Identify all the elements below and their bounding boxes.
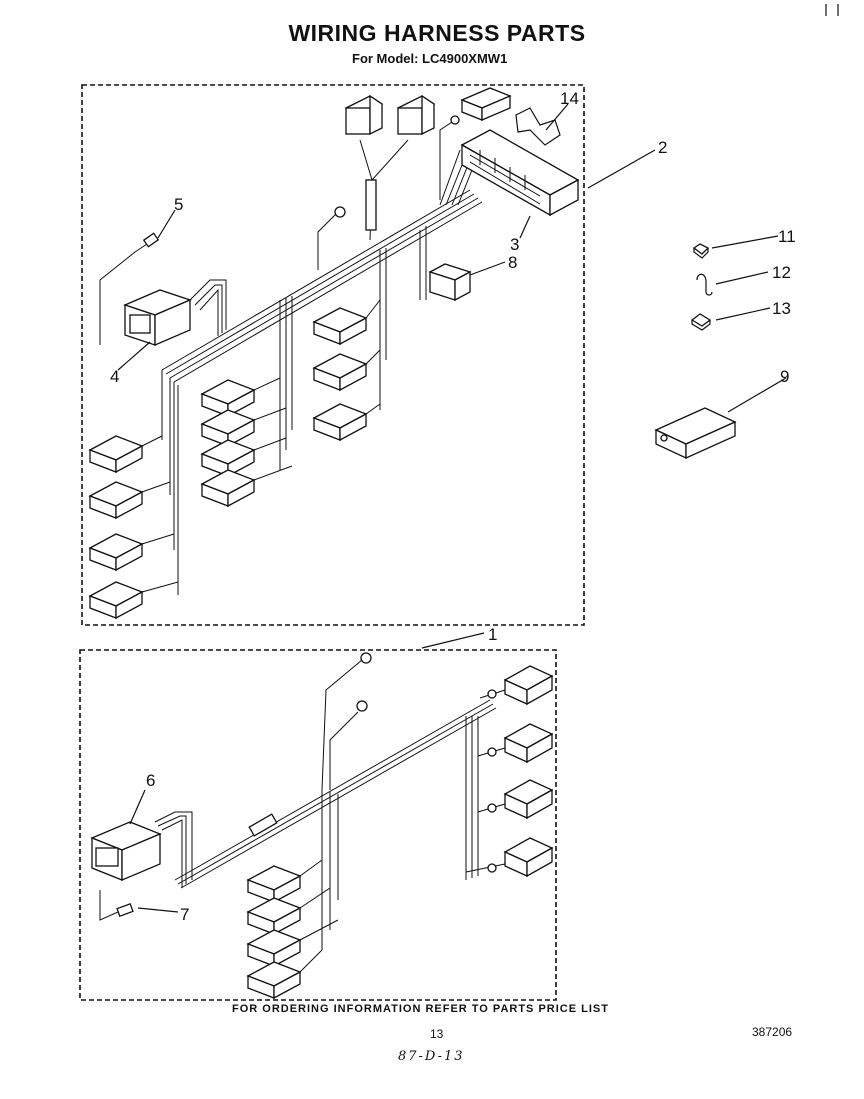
label-part-14: 14 — [560, 89, 579, 108]
part-8-relay — [419, 226, 472, 302]
part-4-connector-block — [123, 289, 192, 346]
part-12-spring — [696, 273, 713, 296]
label-part-4: 4 — [110, 367, 119, 386]
label-part-9: 9 — [780, 367, 789, 386]
lower-harness — [90, 652, 554, 1000]
upper-harness — [88, 87, 580, 620]
label-part-2: 2 — [658, 138, 667, 157]
label-part-7: 7 — [180, 905, 189, 924]
document-number: 387206 — [752, 1025, 793, 1039]
page-number: 13 — [430, 1027, 444, 1041]
upper-relay-pair — [344, 94, 436, 136]
model-subtitle: For Model: LC4900XMW1 — [352, 51, 508, 66]
handwritten-note: 87-D-13 — [398, 1049, 465, 1064]
label-part-6: 6 — [146, 771, 155, 790]
part-11-grommet — [692, 243, 710, 259]
label-part-5: 5 — [174, 195, 183, 214]
upper-harness-frame — [81, 84, 585, 626]
label-part-12: 12 — [772, 263, 791, 282]
part-13-clip — [690, 313, 712, 331]
corner-mark — [825, 4, 839, 16]
part-14-clip — [515, 107, 561, 146]
ordering-note: FOR ORDERING INFORMATION REFER TO PARTS … — [232, 1003, 609, 1015]
upper-left-connectors — [88, 435, 179, 620]
part-6-connector-block — [90, 821, 162, 881]
label-part-8: 8 — [508, 253, 517, 272]
part-leaders — [117, 103, 787, 913]
part-2-terminal-block — [460, 129, 580, 217]
part-9-cover — [654, 407, 737, 460]
upper-center-connectors — [200, 377, 293, 508]
upper-top-connector — [439, 87, 512, 200]
page-title: WIRING HARNESS PARTS — [288, 20, 586, 46]
label-part-3: 3 — [510, 235, 519, 254]
lower-harness-frame — [79, 649, 557, 1001]
label-part-1: 1 — [488, 625, 497, 644]
lower-center-connectors — [246, 859, 339, 1000]
lower-right-connectors — [465, 665, 554, 878]
upper-mid-connectors — [312, 299, 381, 442]
label-part-13: 13 — [772, 299, 791, 318]
label-part-11: 11 — [778, 227, 796, 246]
